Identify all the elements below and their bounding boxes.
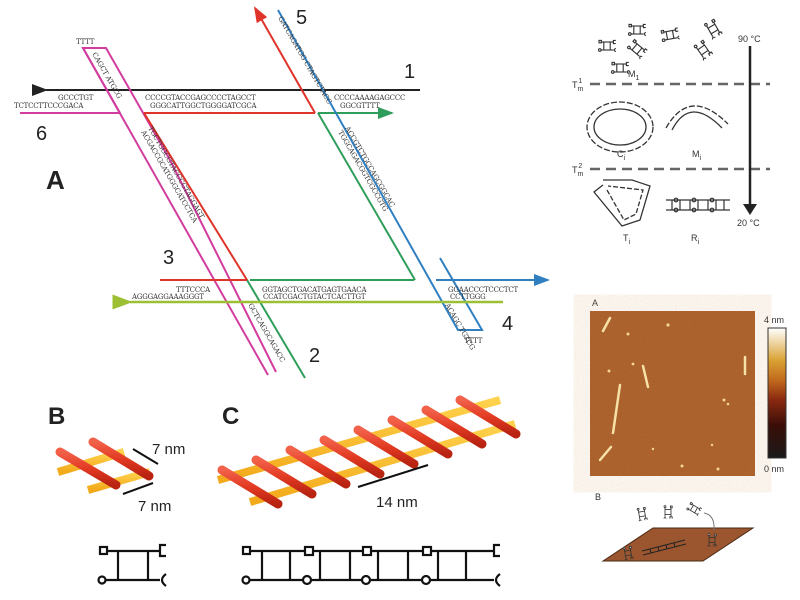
- seq-h1-top-b: CCCCGTACCGAGCCCCTAGCCT: [145, 94, 256, 102]
- temperature-arrow-head: [743, 204, 757, 215]
- red-rod: [217, 465, 283, 509]
- dimension-label: 14 nm: [376, 494, 418, 511]
- afm-color-scale: [767, 327, 787, 459]
- afm-scale-max: 4 nm: [764, 315, 784, 325]
- surface-ribbon: [641, 539, 687, 556]
- panel-a-dna-tile: TTTT GCCCTGT CCCCGTACCGAGCCCCTAGCCT CCCC…: [14, 6, 550, 379]
- monomer-tile: [686, 501, 703, 517]
- red-rod: [421, 405, 487, 449]
- strand-label-1: 1: [404, 61, 415, 83]
- seq-v-left-top: CAGCT ATGCG: [90, 51, 123, 101]
- seq-h1-bot-b: GGGCATTGGCTGGGGATCGCA: [150, 102, 257, 110]
- tm2-label: Tm2: [572, 163, 584, 178]
- afm-scale-min: 0 nm: [764, 464, 784, 474]
- panel-a-label: A: [46, 165, 65, 195]
- ribbon-assembly-ri: [666, 197, 730, 213]
- red-rod: [55, 447, 121, 490]
- seq-h2-bot-c: CCTTGGG: [450, 293, 486, 301]
- monomer-tile: [704, 18, 723, 40]
- red-rod: [88, 437, 154, 481]
- panel-b-rods: B 7 nm 7 nm: [48, 403, 185, 587]
- arc-assembly-mi: [671, 111, 723, 131]
- panel-b-label: B: [48, 403, 65, 430]
- monomer-tile: [707, 533, 717, 547]
- strand-4-diagonal: [277, 9, 484, 331]
- arc-assembly-mi-outer: [665, 105, 729, 129]
- temp-low-label: 20 °C: [737, 218, 760, 228]
- dimension-line: [132, 448, 159, 465]
- red-rod: [353, 425, 419, 469]
- panel-c-rods: C 14 nm: [216, 395, 521, 587]
- floating-tile-group: [622, 501, 717, 561]
- monomer-tile: [610, 61, 630, 75]
- red-rod: [285, 445, 351, 489]
- assembly-diagram: 90 °C 20 °C Tm1 Tm2 M1 Ci Mi Ti Ri: [572, 18, 770, 246]
- dimension-line: [357, 464, 429, 488]
- seq-h1-bot-c: GGCGTTTT: [340, 102, 380, 110]
- temp-high-label: 90 °C: [738, 34, 761, 44]
- m1-label: M1: [628, 69, 640, 82]
- strand-label-5: 5: [296, 7, 307, 29]
- ring-assembly-ci-outer: [586, 101, 654, 153]
- panel-c-label: C: [222, 403, 239, 430]
- dimension-label: 7 nm: [138, 498, 171, 515]
- monomer-tile: [627, 38, 648, 60]
- red-rod-group: [217, 395, 521, 509]
- red-rod: [319, 435, 385, 479]
- mi-label: Mi: [692, 149, 702, 162]
- strand-6-diagonal-inner: [82, 47, 269, 376]
- mica-surface: [601, 527, 755, 562]
- monomer-tile: [597, 39, 617, 53]
- ti-label: Ti: [623, 233, 631, 246]
- seq-cap-top-left: TTTT: [76, 38, 95, 46]
- triangle-assembly-ti-inner: [606, 185, 644, 221]
- seq-v-left-mid: TGCTGGCGTACCCGTAGGAGT: [146, 125, 206, 220]
- monomer-tile: [622, 545, 634, 561]
- red-rod: [251, 455, 317, 499]
- ci-label: Ci: [617, 149, 626, 162]
- strand-label-3: 3: [163, 247, 174, 269]
- afm-texture: [590, 311, 755, 476]
- strand-5-diagonal: [254, 6, 316, 114]
- seq-h1-top-c: CCCCAAAAGAGCCC: [334, 94, 405, 102]
- strand-label-6: 6: [36, 123, 47, 145]
- seq-v-left-mid2: ACGACCGCATGGGCATCCTCA: [139, 128, 200, 225]
- dimension-label: 7 nm: [152, 441, 185, 458]
- strand-label-2: 2: [309, 345, 320, 367]
- monomer-tile: [693, 39, 714, 61]
- monomer-tile: [627, 23, 647, 37]
- tm1-label: Tm1: [572, 78, 584, 93]
- dimension-line: [122, 482, 154, 495]
- red-rod: [455, 395, 521, 439]
- monomer-tile: [660, 27, 680, 43]
- seq-cap-bottom-right: TTTT: [464, 337, 483, 345]
- seq-h2-top-a: TTTCCCA: [176, 286, 211, 294]
- afm-panel: A 4 nm 0 nm B: [590, 298, 787, 562]
- afm-features: [598, 316, 747, 471]
- afm-label-b: B: [595, 492, 601, 502]
- polymer-schematic: [241, 543, 501, 587]
- monomer-tile: [636, 506, 648, 522]
- triangle-assembly-ti: [593, 179, 651, 227]
- seq-v-right-mid: ACCGTCTGCCAGCGGCAC: [343, 124, 396, 208]
- monomer-tile-group: [597, 18, 723, 75]
- monomer-schematic: [97, 543, 167, 587]
- ring-assembly-ci: [593, 108, 647, 146]
- red-rod: [387, 415, 453, 459]
- seq-h2-top-b: GGTAGCTGACATGAGTGAACA: [262, 286, 367, 294]
- seq-h2-top-c: GGAACCCTCCCTCT: [448, 286, 519, 294]
- strand-label-4: 4: [502, 313, 513, 335]
- seq-h2-bot-a: AGGGAGGAAAGGGT: [131, 293, 204, 301]
- seq-h1-bot-a: TCTCCTTCCCGACA: [14, 102, 84, 110]
- monomer-tile: [663, 505, 673, 519]
- seq-h1-top-a: GCCCTGT: [58, 94, 94, 102]
- adsorption-arrow: [703, 512, 715, 531]
- ri-label: Ri: [691, 233, 700, 246]
- seq-v-right-mid2: TGGCAGACGGTCGCCGTG: [336, 129, 389, 213]
- strand-2-diagonal: [246, 279, 306, 379]
- strand-green-diagonal: [317, 112, 416, 281]
- seq-h2-bot-b: CCATCGACTGTACTCACTTGT: [263, 293, 366, 301]
- afm-label-a: A: [592, 298, 598, 308]
